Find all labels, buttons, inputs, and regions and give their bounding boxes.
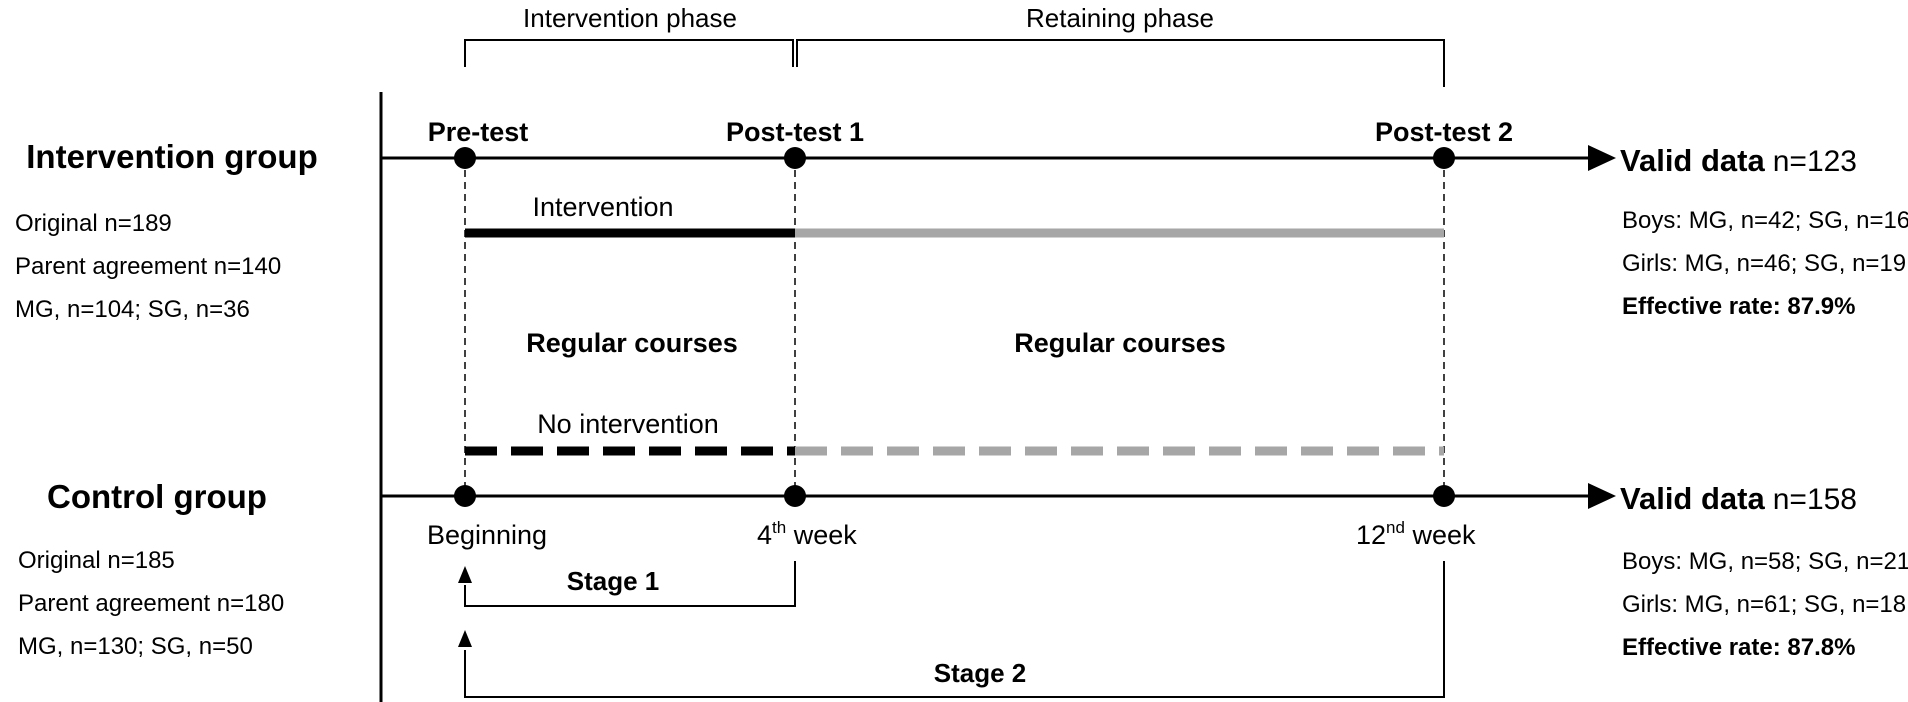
week-12-number: 12 — [1356, 520, 1386, 550]
stage-1-bracket — [464, 561, 796, 607]
intervention-valid-n: n=123 — [1773, 145, 1857, 178]
stage-1-arrowhead — [458, 566, 472, 583]
post-test-1-label: Post-test 1 — [726, 117, 864, 147]
control-boys: Boys: MG, n=58; SG, n=21 — [1622, 548, 1908, 575]
control-timeline-arrowhead — [1588, 483, 1616, 509]
intervention-phase-bracket — [464, 39, 794, 67]
week-4-suffix: th — [772, 518, 786, 537]
pre-test-label: Pre-test — [428, 117, 529, 147]
intervention-phase-label: Intervention phase — [523, 3, 737, 33]
beginning-dot — [454, 485, 476, 507]
control-valid-label: Valid data — [1620, 481, 1765, 516]
post-test-1-dot — [784, 147, 806, 169]
control-valid-n: n=158 — [1773, 483, 1857, 516]
week-12-dot — [1433, 485, 1455, 507]
intervention-line-label: Intervention — [532, 192, 673, 222]
retaining-phase-bracket — [796, 39, 1445, 87]
regular-courses-phase1: Regular courses — [526, 328, 738, 358]
beginning-label: Beginning — [427, 520, 547, 550]
week-4-label: 4th week — [757, 518, 857, 550]
stage-2-bracket — [464, 561, 1445, 698]
control-original: Original n=185 — [18, 547, 175, 574]
intervention-group-title: Intervention group — [26, 138, 318, 175]
control-group-title: Control group — [47, 478, 267, 515]
post-test-2-dot — [1433, 147, 1455, 169]
week-4-dot — [784, 485, 806, 507]
control-parent-agreement: Parent agreement n=180 — [18, 590, 284, 617]
control-mg-sg: MG, n=130; SG, n=50 — [18, 633, 253, 660]
intervention-valid-label: Valid data — [1620, 143, 1765, 178]
intervention-parent-agreement: Parent agreement n=140 — [15, 253, 281, 280]
pre-test-dot — [454, 147, 476, 169]
intervention-timeline-arrowhead — [1588, 145, 1616, 171]
no-intervention-line-label: No intervention — [537, 409, 719, 439]
intervention-effective-rate: Effective rate: 87.9% — [1622, 293, 1855, 320]
intervention-mg-sg: MG, n=104; SG, n=36 — [15, 296, 250, 323]
week-4-word: week — [786, 520, 857, 550]
intervention-boys: Boys: MG, n=42; SG, n=16 — [1622, 207, 1908, 234]
week-12-label: 12nd week — [1356, 518, 1476, 550]
intervention-original: Original n=189 — [15, 210, 172, 237]
regular-courses-phase2: Regular courses — [1014, 328, 1226, 358]
control-effective-rate: Effective rate: 87.8% — [1622, 634, 1855, 661]
retaining-phase-label: Retaining phase — [1026, 3, 1214, 33]
post-test-2-label: Post-test 2 — [1375, 117, 1513, 147]
week-4-number: 4 — [757, 520, 772, 550]
intervention-girls: Girls: MG, n=46; SG, n=19 — [1622, 250, 1906, 277]
stage-1-label: Stage 1 — [567, 566, 660, 596]
stage-2-label: Stage 2 — [934, 658, 1027, 688]
stage-2-arrowhead — [458, 630, 472, 647]
control-girls: Girls: MG, n=61; SG, n=18 — [1622, 591, 1906, 618]
week-12-suffix: nd — [1386, 518, 1405, 537]
week-12-word: week — [1405, 520, 1476, 550]
